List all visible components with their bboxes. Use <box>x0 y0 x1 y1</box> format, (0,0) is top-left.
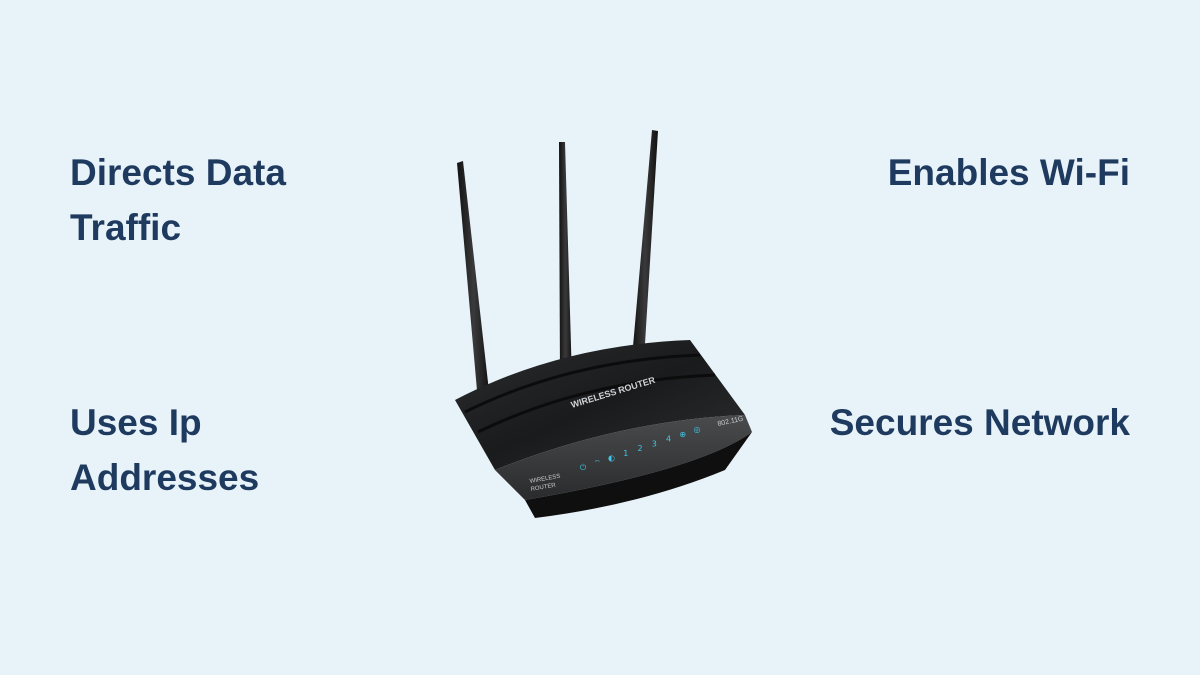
antenna-right <box>632 130 658 360</box>
router-base <box>525 432 752 518</box>
router-led-indicator: 4 <box>666 435 671 444</box>
router-led-indicator: 1 <box>623 449 628 458</box>
router-led-indicator: ⏻ <box>580 463 587 472</box>
router-led-indicator: 2 <box>637 444 642 453</box>
router-front-brand-line2: ROUTER <box>530 483 557 493</box>
router-illustration: WIRELESS ROUTER WIRELESS ROUTER 802.11G … <box>455 130 752 518</box>
feature-label-enables-wifi: Enables Wi-Fi <box>887 152 1130 193</box>
router-led-indicator: ⌔ <box>593 458 601 467</box>
feature-label-uses-ip-addresses: Uses Ip Addresses <box>70 402 260 498</box>
antenna-middle <box>559 142 572 380</box>
router-led-row: ⏻ ⌔ ◐ 12 34 ⊕ ◎ <box>580 425 701 472</box>
router-led-indicator: ◎ <box>694 425 701 434</box>
router-led-indicator: ⊕ <box>679 430 686 439</box>
router-top-panel <box>455 340 745 470</box>
feature-label-secures-network: Secures Network <box>829 402 1130 443</box>
router-front-brand-line1: WIRELESS <box>529 474 561 485</box>
router-front-panel <box>495 415 752 500</box>
feature-label-directs-data-traffic: Directs Data Traffic <box>70 152 286 248</box>
router-led-indicator: ◐ <box>608 454 615 463</box>
router-led-indicator: 3 <box>652 439 657 448</box>
antenna-left <box>457 161 490 402</box>
